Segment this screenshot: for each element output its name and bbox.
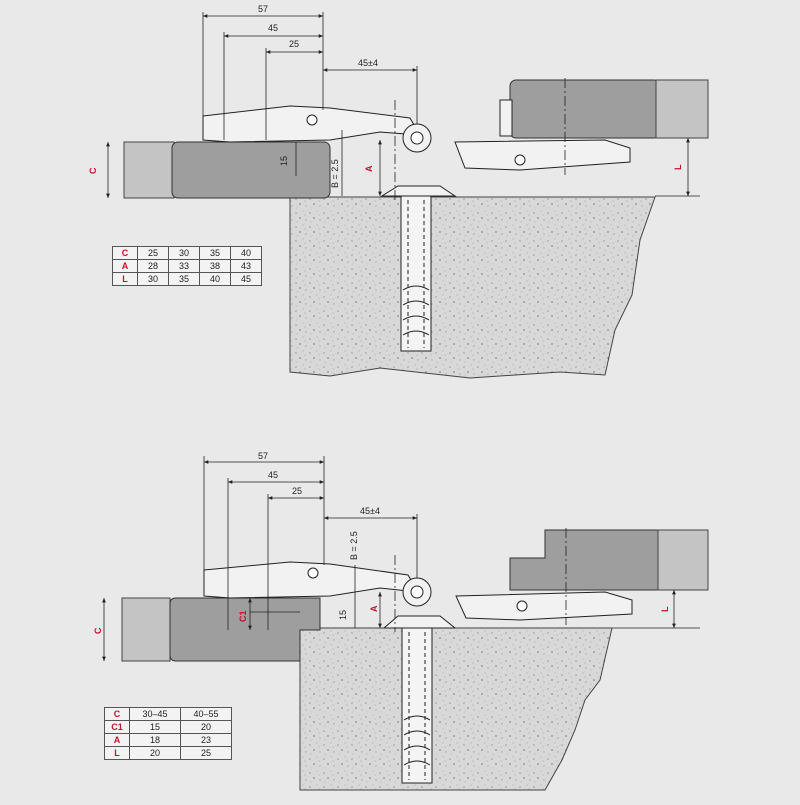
cell: 25 xyxy=(180,746,232,760)
top-right-panel xyxy=(655,79,709,139)
top-hinge-drawing: 57 45 25 45±4 15 B = 2.5 C A L xyxy=(88,4,709,379)
cell: 40 xyxy=(230,246,262,260)
top-label-c: C xyxy=(88,167,98,174)
table-row: C 25 30 35 40 xyxy=(112,246,262,260)
top-dowel xyxy=(400,195,432,352)
cell: 35 xyxy=(199,246,231,260)
bottom-label-c: C xyxy=(93,627,103,634)
top-dim-b: B = 2.5 xyxy=(330,159,340,188)
row-key: A xyxy=(104,733,130,747)
cell: 30–45 xyxy=(129,707,181,721)
cell: 25 xyxy=(137,246,169,260)
bottom-dim-b: B = 2.5 xyxy=(349,531,359,560)
cell: 40–55 xyxy=(180,707,232,721)
top-dimensions xyxy=(106,12,700,198)
bottom-label-l: L xyxy=(660,606,670,612)
bottom-left-panel xyxy=(121,597,171,662)
bottom-label-a: A xyxy=(369,605,379,612)
top-dim-45-tolerance: 45±4 xyxy=(358,58,378,68)
bottom-dim-15: 15 xyxy=(338,610,348,620)
table-row: C 30–45 40–55 xyxy=(104,707,232,721)
bottom-dim-45: 45 xyxy=(268,470,278,480)
cell: 45 xyxy=(230,272,262,286)
row-key: C1 xyxy=(104,720,130,734)
bottom-dim-57: 57 xyxy=(258,451,268,461)
bottom-hinge-drawing: 57 45 25 45±4 15 B = 2.5 C C1 A L xyxy=(93,451,709,791)
cell: 20 xyxy=(180,720,232,734)
top-spec-table: C 25 30 35 40 A 28 33 38 43 L 30 35 40 4… xyxy=(112,246,262,286)
bottom-dimensions xyxy=(102,456,700,661)
cell: 28 xyxy=(137,259,169,273)
row-key: C xyxy=(112,246,138,260)
top-label-l: L xyxy=(673,164,683,170)
bottom-spec-table: C 30–45 40–55 C1 15 20 A 18 23 L 20 25 xyxy=(104,707,232,760)
bottom-arm-screw xyxy=(307,567,319,579)
bottom-right-panel xyxy=(657,529,709,591)
top-arm-screw xyxy=(306,114,318,126)
top-right-panel-face xyxy=(509,79,661,139)
top-dim-15: 15 xyxy=(279,156,289,166)
cell: 30 xyxy=(137,272,169,286)
bottom-label-c1: C1 xyxy=(238,610,248,622)
row-key: A xyxy=(112,259,138,273)
cell: 43 xyxy=(230,259,262,273)
top-dim-57: 57 xyxy=(258,4,268,14)
top-right-bracket xyxy=(454,139,631,171)
table-row: A 28 33 38 43 xyxy=(112,259,262,273)
cell: 15 xyxy=(129,720,181,734)
table-row: C1 15 20 xyxy=(104,720,232,734)
bottom-dowel xyxy=(401,627,433,784)
cell: 30 xyxy=(168,246,200,260)
row-key: C xyxy=(104,707,130,721)
bottom-left-panel-face xyxy=(169,597,321,662)
bottom-right-panel-face xyxy=(509,529,661,591)
cell: 38 xyxy=(199,259,231,273)
row-key: L xyxy=(104,746,130,760)
bottom-right-bracket xyxy=(455,591,633,621)
top-left-panel xyxy=(123,141,175,199)
top-dim-45: 45 xyxy=(268,23,278,33)
top-mount-plate xyxy=(380,185,457,197)
cell: 23 xyxy=(180,733,232,747)
top-dim-25: 25 xyxy=(289,39,299,49)
top-label-a: A xyxy=(364,165,374,172)
cell: 18 xyxy=(129,733,181,747)
cell: 20 xyxy=(129,746,181,760)
cell: 35 xyxy=(168,272,200,286)
top-worktop xyxy=(289,196,656,379)
cell: 33 xyxy=(168,259,200,273)
row-key: L xyxy=(112,272,138,286)
bottom-dim-45-tolerance: 45±4 xyxy=(360,506,380,516)
table-row: L 20 25 xyxy=(104,746,232,760)
bottom-worktop xyxy=(299,627,613,791)
bottom-dim-25: 25 xyxy=(292,486,302,496)
cell: 40 xyxy=(199,272,231,286)
table-row: A 18 23 xyxy=(104,733,232,747)
table-row: L 30 35 40 45 xyxy=(112,272,262,286)
top-left-panel-face xyxy=(171,141,331,199)
bottom-hinge-arm xyxy=(203,561,419,599)
